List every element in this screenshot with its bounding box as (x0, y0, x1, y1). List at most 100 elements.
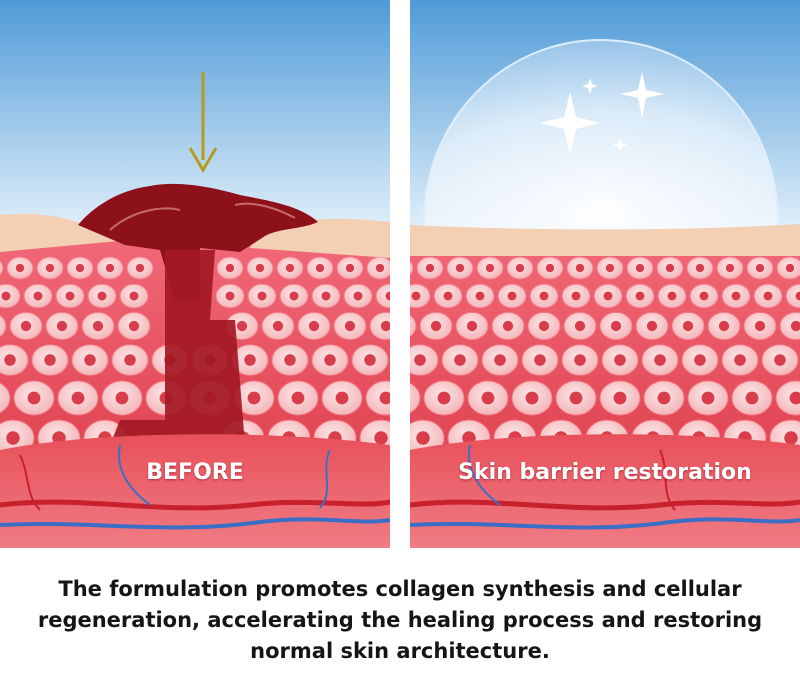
cell-nucleus (411, 291, 421, 301)
cell-nucleus (284, 354, 296, 366)
caption: The formulation promotes collagen synthe… (37, 577, 763, 663)
cell-nucleus (247, 391, 261, 405)
cell-nucleus (774, 354, 786, 366)
cell-nucleus (667, 291, 677, 301)
blood-vessel-red (0, 499, 390, 511)
cell-nucleus (65, 291, 75, 301)
cell-nucleus (345, 263, 355, 273)
after-illustration (410, 0, 800, 548)
cell-nucleus (754, 320, 766, 332)
skin-cell (375, 283, 390, 309)
cell-nucleus (1, 291, 11, 301)
cell-nucleus (236, 320, 248, 332)
after-panel: Skin barrier restoration (410, 0, 800, 548)
skin-cell (369, 311, 390, 341)
skin-cell (410, 314, 417, 338)
cell-nucleus (481, 391, 495, 405)
cell-nucleus (353, 291, 363, 301)
cell-nucleus (784, 431, 798, 445)
cell-nucleus (6, 431, 20, 445)
cell-nucleus (745, 391, 759, 405)
cell-nucleus (129, 291, 139, 301)
blood-vessel-blue (410, 517, 800, 530)
cell-nucleus (225, 291, 235, 301)
dermis (0, 434, 390, 548)
cell-nucleus (15, 263, 25, 273)
cell-nucleus (635, 263, 645, 273)
stratum-corneum (410, 224, 800, 256)
cell-nucleus (605, 263, 615, 273)
cell-nucleus (538, 320, 550, 332)
cell-nucleus (515, 263, 525, 273)
cell-nucleus (92, 320, 104, 332)
cell-nucleus (379, 391, 390, 405)
cell-nucleus (225, 263, 235, 273)
cell-nucleus (575, 263, 585, 273)
cell-nucleus (789, 391, 800, 405)
cell-nucleus (790, 320, 800, 332)
cell-nucleus (135, 263, 145, 273)
cell-nucleus (654, 354, 666, 366)
cell-nucleus (701, 391, 715, 405)
cell-nucleus (308, 320, 320, 332)
after-label: Skin barrier restoration (458, 460, 752, 485)
cell-nucleus (485, 263, 495, 273)
cell-nucleus (665, 263, 675, 273)
down-arrow-icon (188, 72, 218, 173)
cell-nucleus (385, 291, 390, 301)
cell-nucleus (255, 263, 265, 273)
cell-nucleus (694, 354, 706, 366)
cell-nucleus (545, 263, 555, 273)
cell-nucleus (335, 391, 349, 405)
cell-nucleus (56, 320, 68, 332)
cell-nucleus (45, 263, 55, 273)
cell-nucleus (574, 320, 586, 332)
before-illustration (0, 0, 390, 548)
cell-nucleus (494, 354, 506, 366)
cell-nucleus (657, 391, 671, 405)
skin-cell (775, 380, 800, 416)
skin-cell (410, 260, 414, 276)
cell-nucleus (455, 263, 465, 273)
cell-nucleus (105, 263, 115, 273)
cell-nucleus (128, 320, 140, 332)
cell-nucleus (569, 391, 583, 405)
cell-nucleus (115, 391, 129, 405)
cell-nucleus (75, 263, 85, 273)
before-panel: BEFORE (0, 0, 390, 548)
cell-nucleus (682, 320, 694, 332)
sparkle-icon (620, 72, 664, 118)
cell-nucleus (33, 291, 43, 301)
cell-nucleus (571, 291, 581, 301)
cell-nucleus (475, 291, 485, 301)
cell-nucleus (443, 291, 453, 301)
cell-nucleus (502, 320, 514, 332)
cell-nucleus (272, 320, 284, 332)
cell-nucleus (525, 391, 539, 405)
cell-nucleus (285, 263, 295, 273)
cell-nucleus (507, 291, 517, 301)
cell-nucleus (539, 291, 549, 301)
skin-cell (410, 382, 421, 414)
cell-nucleus (603, 291, 613, 301)
cell-nucleus (416, 431, 430, 445)
skin-cell (0, 382, 11, 414)
cell-nucleus (344, 320, 356, 332)
protective-barrier-dome (422, 38, 780, 233)
skin-cell (365, 380, 390, 416)
cell-nucleus (97, 291, 107, 301)
sparkle-icon (582, 78, 598, 94)
blood-vessel-red (410, 499, 800, 511)
cell-nucleus (635, 291, 645, 301)
cell-nucleus (364, 354, 376, 366)
stratum-corneum-left (0, 213, 130, 252)
blood-vessel-blue (0, 517, 390, 530)
cell-nucleus (124, 354, 136, 366)
cell-nucleus (324, 354, 336, 366)
cell-nucleus (374, 431, 388, 445)
cell-nucleus (699, 291, 709, 301)
cell-nucleus (315, 263, 325, 273)
cell-nucleus (257, 291, 267, 301)
cell-nucleus (291, 391, 305, 405)
cell-nucleus (20, 320, 32, 332)
